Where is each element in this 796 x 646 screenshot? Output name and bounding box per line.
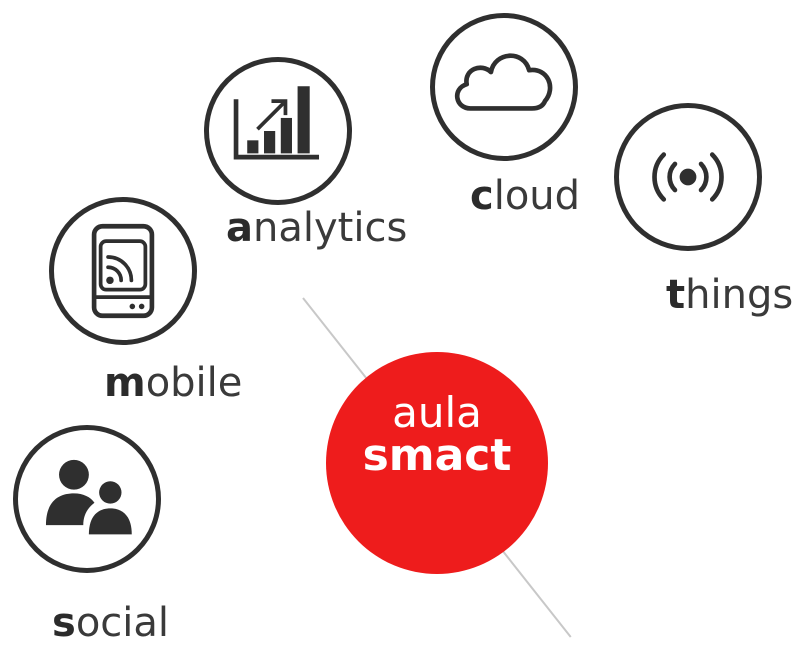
- label-mobile-rest: obile: [145, 360, 243, 406]
- label-analytics-initial: a: [226, 205, 253, 251]
- analytics-icon-circle: [204, 57, 352, 205]
- label-analytics: analytics: [226, 208, 407, 248]
- social-icon-circle: [13, 425, 161, 573]
- logo-line-aula: aula: [392, 388, 482, 437]
- label-analytics-rest: nalytics: [253, 205, 408, 251]
- cloud-icon-circle: [430, 13, 578, 161]
- tablet-rss-icon: [91, 223, 155, 319]
- label-social-rest: ocial: [75, 600, 170, 646]
- label-cloud-initial: c: [470, 173, 494, 219]
- mobile-icon-circle: [49, 197, 197, 345]
- label-things: things: [666, 275, 793, 315]
- label-cloud: cloud: [470, 176, 580, 216]
- label-things-rest: hings: [685, 272, 794, 318]
- logo-line-smact: smact: [362, 430, 512, 481]
- growth-chart-icon: [233, 86, 320, 160]
- label-things-initial: t: [666, 272, 686, 318]
- broadcast-signal-icon: [652, 152, 724, 202]
- aula-smact-logo: aula smact: [326, 352, 548, 574]
- things-icon-circle: [614, 103, 762, 251]
- label-mobile: mobile: [104, 363, 242, 403]
- label-social-initial: s: [52, 600, 76, 646]
- label-cloud-rest: loud: [493, 173, 581, 219]
- label-social: social: [52, 603, 169, 643]
- cloud-icon: [455, 53, 553, 111]
- label-mobile-initial: m: [104, 360, 146, 406]
- users-group-icon: [45, 459, 132, 535]
